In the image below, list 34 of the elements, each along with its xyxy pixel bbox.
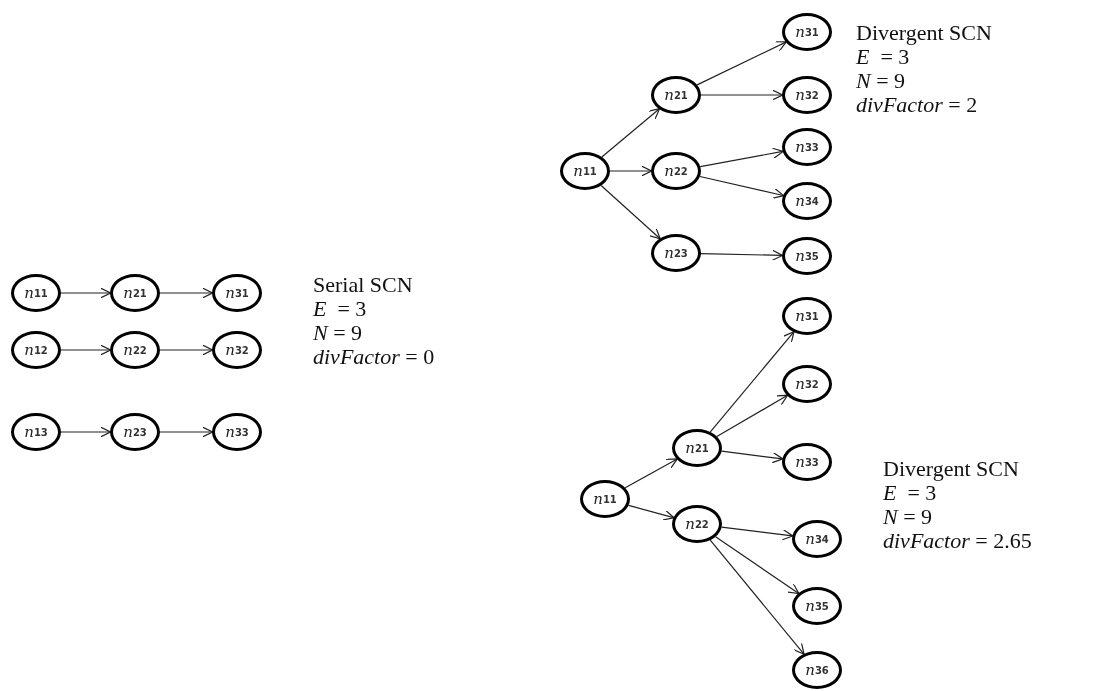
arrow xyxy=(601,108,661,158)
scn-title: Divergent SCN xyxy=(856,22,992,44)
node-count: N = 9 xyxy=(313,322,363,344)
arrow xyxy=(159,426,214,438)
arrow xyxy=(721,526,794,541)
scn-title: Divergent SCN xyxy=(883,458,1019,480)
node-count: N = 9 xyxy=(883,506,933,528)
arrow xyxy=(600,184,661,240)
edge-count: E = 3 xyxy=(313,298,367,320)
edge-count: E = 3 xyxy=(883,482,937,504)
arrow xyxy=(696,41,787,86)
arrow xyxy=(159,344,214,356)
node-count: N = 9 xyxy=(856,70,906,92)
arrow xyxy=(699,147,784,168)
arrow xyxy=(721,450,784,464)
arrow xyxy=(709,539,805,655)
edge-count: E = 3 xyxy=(856,46,910,68)
arrow xyxy=(60,287,112,299)
arrow xyxy=(159,287,214,299)
arrow xyxy=(700,249,784,261)
scn-title: Serial SCN xyxy=(313,274,413,296)
arrow xyxy=(716,394,789,438)
arrow xyxy=(700,89,784,101)
div-factor: divFactor = 2 xyxy=(856,94,978,116)
arrow xyxy=(624,458,678,489)
div-factor: divFactor = 0 xyxy=(313,346,435,368)
arrow xyxy=(715,536,800,595)
arrow xyxy=(609,165,653,177)
arrow xyxy=(627,504,675,521)
arrow xyxy=(60,344,112,356)
arrow xyxy=(60,426,112,438)
arrow xyxy=(699,175,785,199)
arrow xyxy=(709,331,795,433)
div-factor: divFactor = 2.65 xyxy=(883,530,1032,552)
